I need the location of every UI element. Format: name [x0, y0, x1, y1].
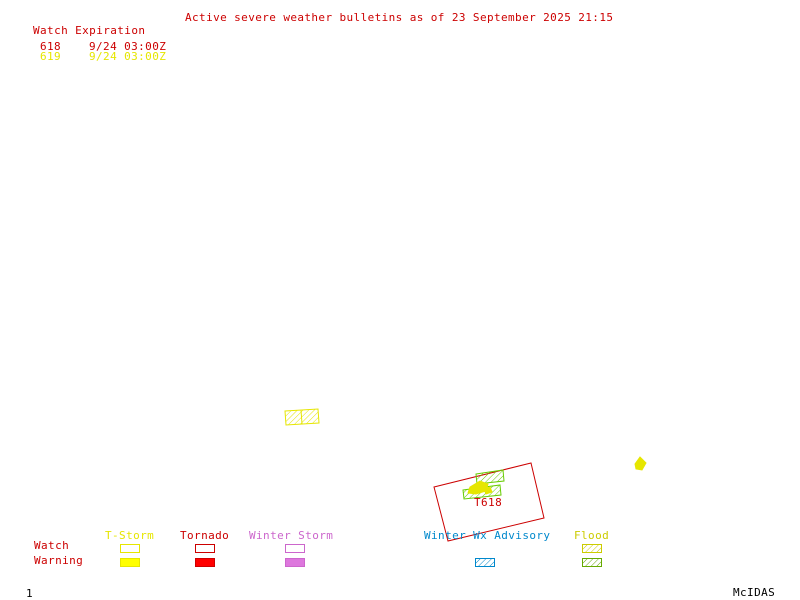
legend-row-label-warning: Warning: [34, 554, 84, 567]
legend-label-tstorm: T-Storm: [105, 529, 155, 542]
legend-flood-watch-swatch: [582, 544, 602, 553]
legend-winter-storm-watch-swatch: [285, 544, 305, 553]
legend-label-winter-wx-advisory: Winter Wx Advisory: [424, 529, 551, 542]
legend-tornado-warning-swatch: [195, 558, 215, 567]
legend-tstorm-warning-swatch: [120, 558, 140, 567]
legend-label-winter-storm: Winter Storm: [249, 529, 334, 542]
bulletin-title: Active severe weather bulletins as of 23…: [185, 11, 614, 24]
frame-number: 1: [26, 587, 34, 600]
watch-expires: 9/24 03:00Z: [89, 40, 167, 53]
watch-number: 618: [40, 40, 62, 53]
tstorm-warning-east: [634, 456, 647, 471]
legend-tornado-watch-swatch: [195, 544, 215, 553]
watch-expiration-heading: Watch Expiration: [33, 24, 146, 37]
legend-tstorm-watch-swatch: [120, 544, 140, 553]
legend-row-label-watch: Watch: [34, 539, 70, 552]
tstorm-warning-cell-small: [483, 486, 493, 495]
watch-number: 619: [40, 50, 62, 63]
area-divider: [300, 409, 303, 425]
flood-area-east-upper: [475, 469, 505, 485]
legend-winter-wx-advisory-swatch: [475, 558, 495, 567]
legend-flood-warning-swatch: [582, 558, 602, 567]
legend-label-tornado: Tornado: [180, 529, 230, 542]
watch-expires: 9/24 03:00Z: [89, 50, 167, 63]
software-label: McIDAS: [733, 586, 776, 599]
watch-box-label: T618: [474, 496, 503, 509]
legend-label-flood: Flood: [574, 529, 610, 542]
legend-winter-storm-warning-swatch: [285, 558, 305, 567]
